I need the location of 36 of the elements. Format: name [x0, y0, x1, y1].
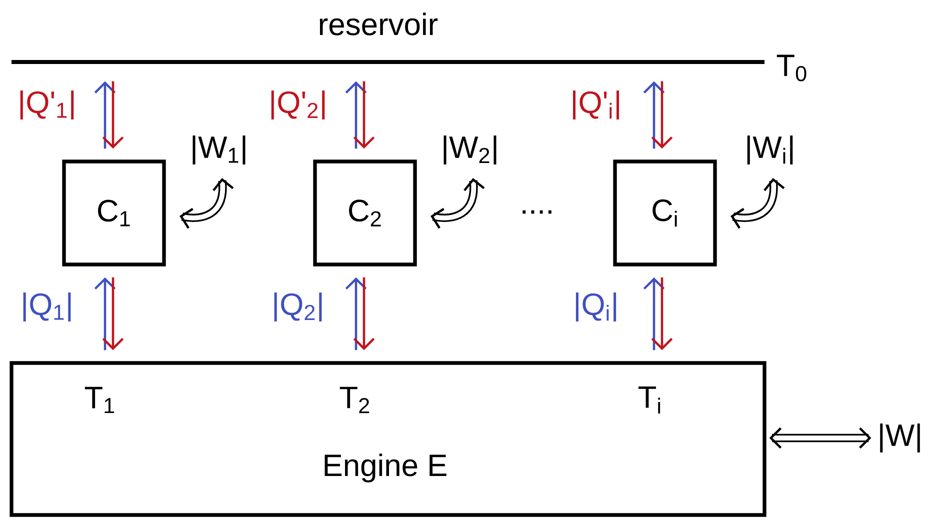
- arrow: [94, 81, 116, 149]
- arrow: [651, 277, 673, 350]
- edge-label: |Q$_{2}$|: [274, 292, 322, 322]
- engine-text: T$_{1}$: [84, 386, 114, 414]
- arrow: [643, 277, 665, 350]
- edge-label: |W$_{i}$|: [747, 136, 793, 164]
- edge-label: |W$_{1}$|: [192, 136, 246, 164]
- curved-arrow: [180, 178, 234, 229]
- edge-label: |Q$_{1}$|: [23, 292, 71, 322]
- curved-arrow: [730, 178, 785, 229]
- arrow: [353, 277, 375, 350]
- work-label: |W|: [880, 424, 920, 452]
- component-box: C$_{i}$: [613, 160, 717, 266]
- edge-label: |Q'$_{2}$|: [271, 90, 325, 120]
- edge-label: |Q'$_{1}$|: [20, 90, 74, 120]
- arrow: [353, 81, 375, 149]
- edge-label: |Q$_{i}$|: [576, 292, 616, 322]
- edge-label: |Q'$_{i}$|: [573, 90, 619, 120]
- arrow: [345, 81, 367, 149]
- double-arrow: [769, 427, 872, 449]
- arrow: [651, 81, 673, 149]
- ellipsis: ....: [522, 210, 552, 214]
- temperature-label: T$_{0}$: [776, 54, 806, 82]
- edge-label: |W$_{2}$|: [444, 136, 496, 164]
- component-box: C$_{2}$: [313, 160, 417, 266]
- reservoir-label: reservoir: [320, 12, 438, 36]
- curved-arrow: [430, 178, 485, 229]
- arrow: [94, 277, 116, 350]
- component-box: C$_{1}$: [62, 160, 166, 266]
- engine-text: T$_{i}$: [638, 386, 660, 414]
- arrow: [345, 277, 367, 350]
- engine-text: T$_{2}$: [340, 386, 370, 414]
- arrow: [102, 81, 124, 149]
- engine-text: Engine E: [324, 454, 446, 482]
- arrow: [102, 277, 124, 350]
- arrow: [643, 81, 665, 149]
